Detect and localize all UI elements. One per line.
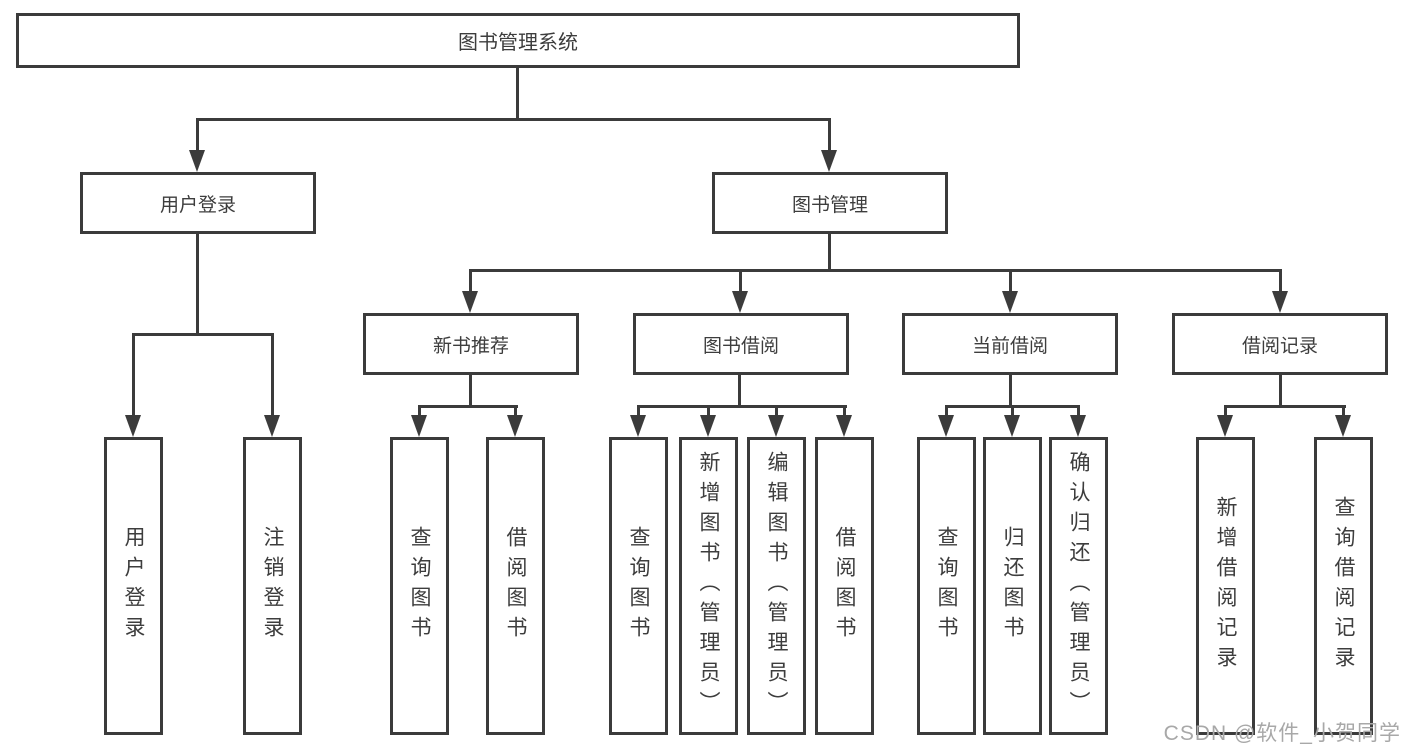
arrow-down-icon <box>507 415 523 437</box>
connector-new-book-branch <box>418 405 518 408</box>
connector-drop-leaf <box>1077 405 1080 417</box>
arrow-down-icon <box>411 415 427 437</box>
arrow-down-icon <box>1272 291 1288 313</box>
connector-drop-l3 <box>739 269 742 293</box>
leaf-borrow-books: 借阅图书 <box>815 437 874 735</box>
connector-root-branch <box>196 118 831 121</box>
connector-current-borrow-stem <box>1009 375 1012 408</box>
leaf-edit-books-admin: 编辑图书（管理员） <box>747 437 806 735</box>
connector-borrow-records-branch <box>1224 405 1346 408</box>
leaf-confirm-return-admin: 确认归还（管理员） <box>1049 437 1108 735</box>
connector-drop-l3 <box>1009 269 1012 293</box>
arrow-down-icon <box>1070 415 1086 437</box>
connector-root-stem <box>516 68 519 121</box>
arrow-down-icon <box>768 415 784 437</box>
node-borrow-records: 借阅记录 <box>1172 313 1388 375</box>
arrow-down-icon <box>938 415 954 437</box>
arrow-down-icon <box>630 415 646 437</box>
connector-drop-leaf <box>775 405 778 417</box>
arrow-down-icon <box>1002 291 1018 313</box>
arrow-down-icon <box>1217 415 1233 437</box>
connector-drop-leaf <box>843 405 846 417</box>
connector-book-mgmt-stem <box>828 234 831 272</box>
connector-drop-l3 <box>1279 269 1282 293</box>
connector-drop-leaf <box>1342 405 1345 417</box>
arrow-down-icon <box>1004 415 1020 437</box>
leaf-query-books-current: 查询图书 <box>917 437 976 735</box>
connector-drop-leaf <box>707 405 710 417</box>
arrow-down-icon <box>125 415 141 437</box>
connector-drop-leaf <box>271 333 274 417</box>
connector-drop-leaf <box>1011 405 1014 417</box>
connector-user-login-branch <box>132 333 274 336</box>
leaf-add-borrow-record: 新增借阅记录 <box>1196 437 1255 735</box>
leaf-logout: 注销登录 <box>243 437 302 735</box>
connector-drop-leaf <box>1224 405 1227 417</box>
connector-drop-user-login <box>196 118 199 152</box>
node-current-borrow: 当前借阅 <box>902 313 1118 375</box>
leaf-borrow-books-recommend: 借阅图书 <box>486 437 545 735</box>
connector-drop-book-mgmt <box>828 118 831 152</box>
connector-new-book-stem <box>469 375 472 408</box>
connector-drop-l3 <box>469 269 472 293</box>
connector-book-borrow-branch <box>637 405 847 408</box>
arrow-down-icon <box>732 291 748 313</box>
connector-drop-leaf <box>418 405 421 417</box>
arrow-down-icon <box>462 291 478 313</box>
connector-book-borrow-stem <box>738 375 741 408</box>
connector-user-login-stem <box>196 234 199 336</box>
arrow-down-icon <box>264 415 280 437</box>
arrow-down-icon <box>700 415 716 437</box>
arrow-down-icon <box>836 415 852 437</box>
csdn-watermark: CSDN @软件_小贺同学 <box>1163 722 1401 745</box>
arrow-down-icon <box>1335 415 1351 437</box>
arrow-down-icon <box>189 150 205 172</box>
connector-drop-leaf <box>945 405 948 417</box>
arrow-down-icon <box>821 150 837 172</box>
leaf-return-books: 归还图书 <box>983 437 1042 735</box>
node-book-management: 图书管理 <box>712 172 948 234</box>
connector-drop-leaf <box>132 333 135 417</box>
node-book-borrow: 图书借阅 <box>633 313 849 375</box>
node-new-book-recommend: 新书推荐 <box>363 313 579 375</box>
leaf-query-books-borrow: 查询图书 <box>609 437 668 735</box>
connector-borrow-records-stem <box>1279 375 1282 408</box>
leaf-user-login: 用户登录 <box>104 437 163 735</box>
connector-drop-leaf <box>514 405 517 417</box>
node-library-management-system: 图书管理系统 <box>16 13 1020 68</box>
leaf-add-books-admin: 新增图书（管理员） <box>679 437 738 735</box>
connector-drop-leaf <box>637 405 640 417</box>
leaf-query-borrow-record: 查询借阅记录 <box>1314 437 1373 735</box>
connector-book-mgmt-branch <box>469 269 1282 272</box>
leaf-query-books-recommend: 查询图书 <box>390 437 449 735</box>
node-user-login: 用户登录 <box>80 172 316 234</box>
